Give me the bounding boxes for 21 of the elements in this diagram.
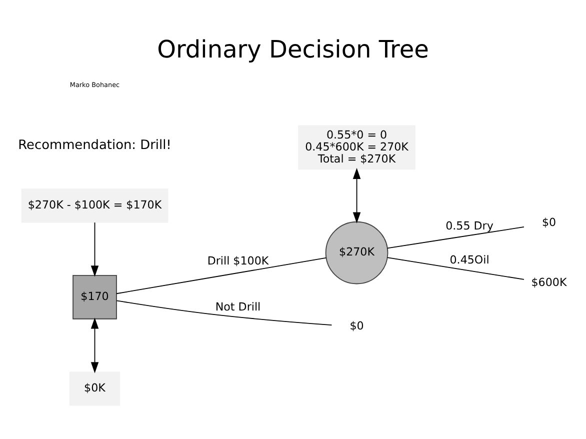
node-text: $600K <box>531 276 567 289</box>
label: Recommendation: Drill! <box>18 138 172 153</box>
node-circle: $270K <box>325 220 388 284</box>
diagram-title: Ordinary Decision Tree <box>157 35 429 64</box>
connector <box>116 256 327 294</box>
node-box: $170 <box>72 274 117 319</box>
edge-label: Drill $100K <box>207 254 269 267</box>
node-box: $0K <box>69 371 120 406</box>
connector <box>386 226 524 248</box>
arrow <box>352 167 361 223</box>
arrow <box>90 317 99 373</box>
edge-label: 0.45Oil <box>450 253 490 266</box>
node-box: $270K - $100K = $170K <box>21 188 168 222</box>
node-text: $0 <box>350 319 364 332</box>
edge-label: Not Drill <box>215 300 261 314</box>
connector <box>116 300 332 326</box>
node-box: 0.55*0 = 0 0.45*600K = 270K Total = $270K <box>298 124 416 170</box>
edge-label: 0.55 Dry <box>446 218 494 232</box>
node-text: $0 <box>542 216 556 229</box>
connector <box>386 256 524 280</box>
arrow <box>90 222 99 276</box>
